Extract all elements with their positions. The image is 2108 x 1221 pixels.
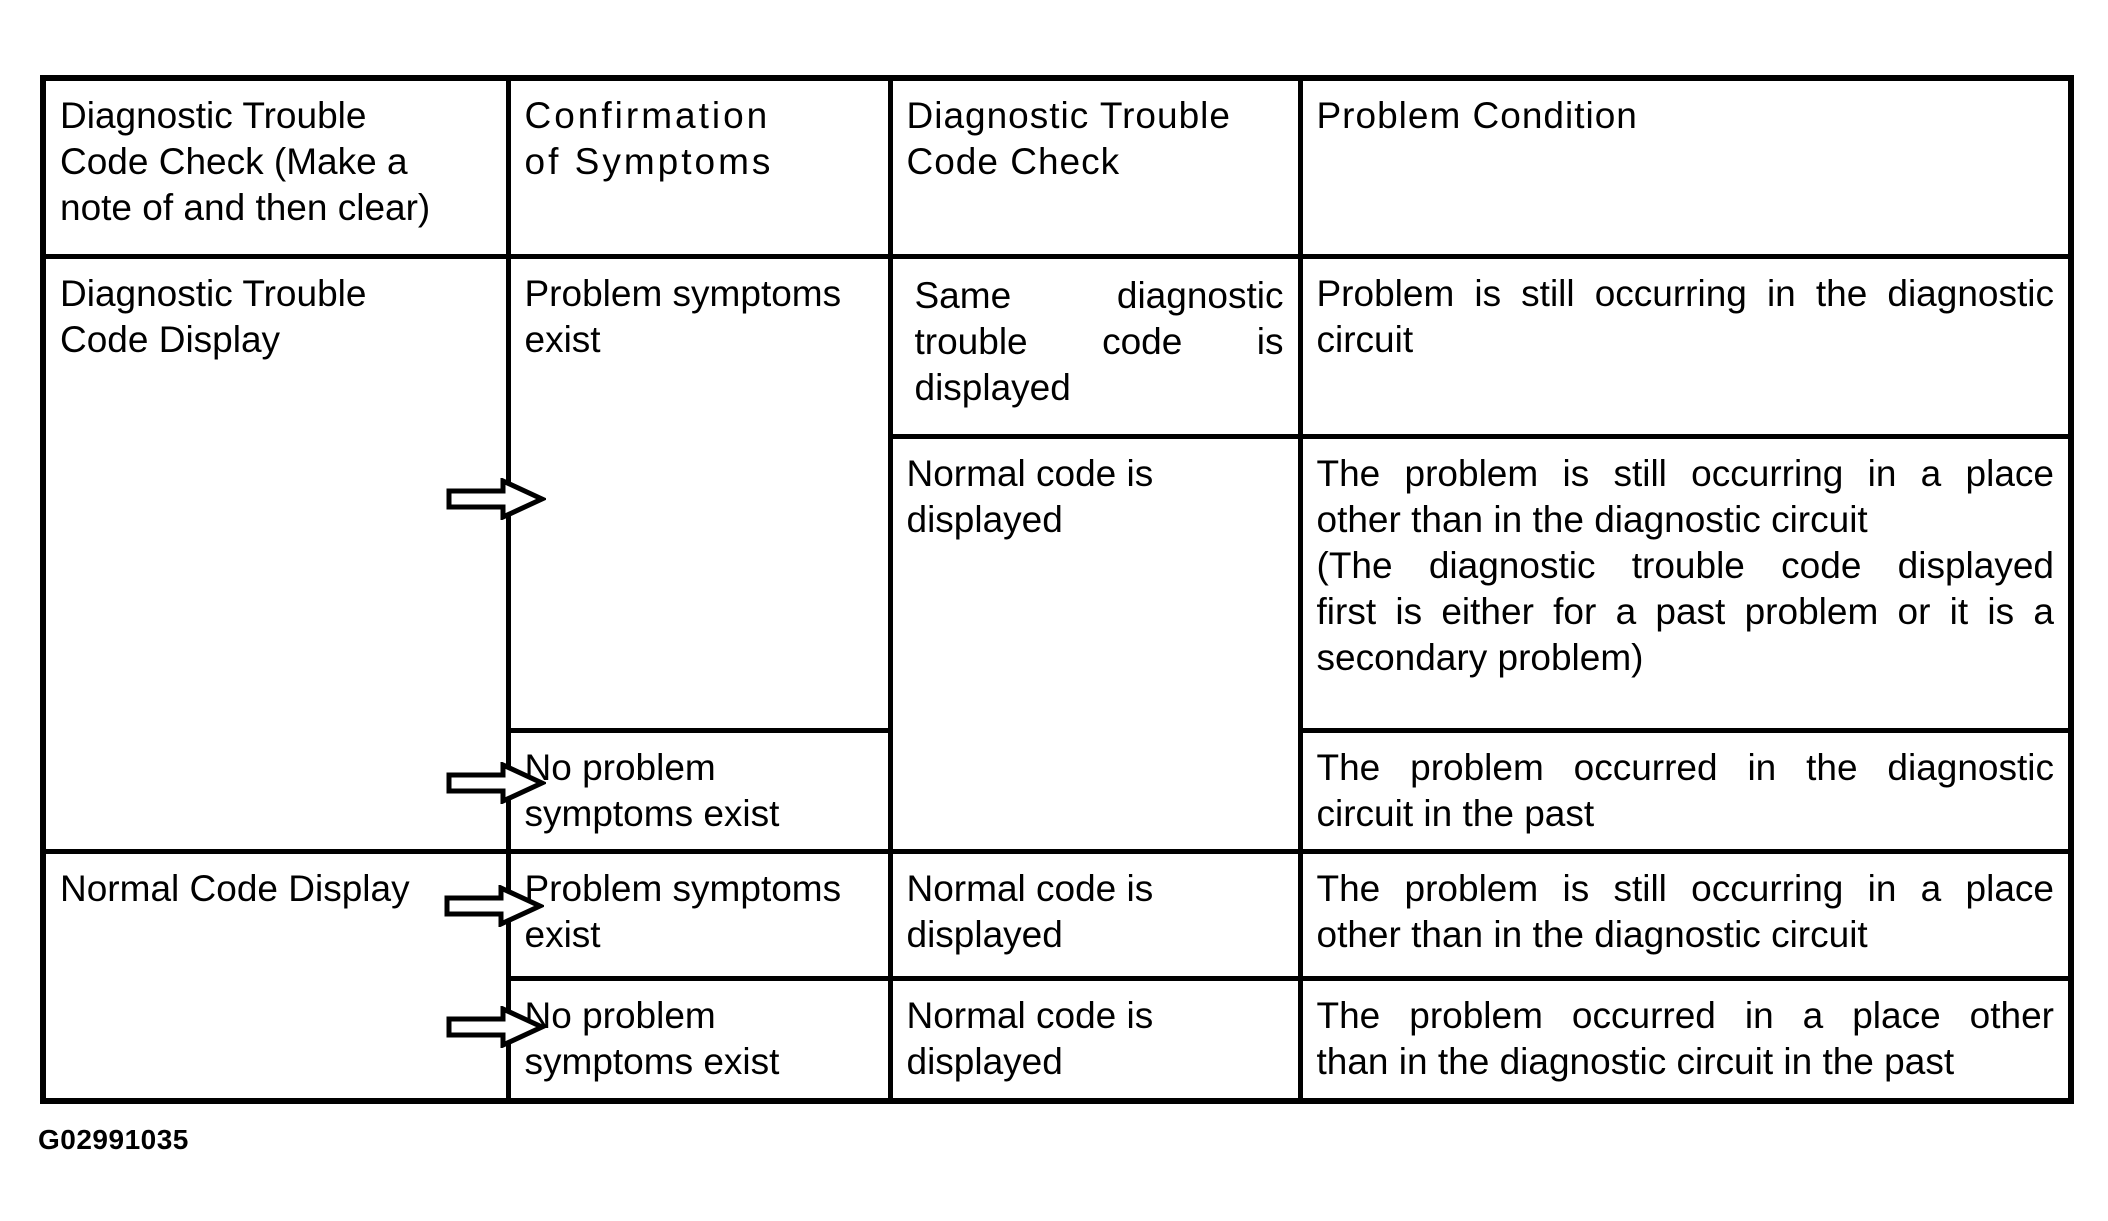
right-arrow-icon xyxy=(446,478,546,520)
cell-normal-code-displayed: Normal code is displayed xyxy=(887,848,1303,981)
diagnostic-table: Diagnostic Trouble Code Check (Make a no… xyxy=(40,75,2074,1104)
cell-no-problem-symptoms: No problem symptoms exist xyxy=(505,727,893,854)
condition-text: The problem is still occurring in a plac… xyxy=(1316,452,2055,540)
header-dtc-check: Diagnostic Trouble Code Check xyxy=(887,75,1303,259)
cell-condition-other-place: The problem is still occurring in a plac… xyxy=(1297,433,2074,733)
cell-problem-symptoms-exist: Problem symptoms exist xyxy=(505,253,893,733)
table-header-row: Diagnostic Trouble Code Check (Make a no… xyxy=(40,75,2074,259)
header-confirmation-of-symptoms: Confirmation of Symptoms xyxy=(505,75,893,259)
table-row: No problem symptoms exist The problem oc… xyxy=(43,727,2074,854)
cell-normal-code-displayed: Normal code is displayed xyxy=(887,975,1303,1104)
right-arrow-icon xyxy=(446,1006,546,1048)
table-row: Diagnostic Trouble Code Display Problem … xyxy=(40,253,2074,854)
cell-normal-code-display-label: Normal Code Display xyxy=(40,848,511,1104)
cell-condition-still-occurring-other-place: The problem is still occurring in a plac… xyxy=(1297,848,2074,981)
cell-problem-symptoms-exist: Problem symptoms exist xyxy=(505,848,893,981)
table-row: Normal code is displayed The problem is … xyxy=(43,433,2074,854)
table-row: No problem symptoms exist Normal code is… xyxy=(43,975,2074,1104)
figure-id: G02991035 xyxy=(38,1124,189,1155)
cell-condition-still-occurring-diagnostic: Problem is still occurring in the diagno… xyxy=(1297,253,2074,439)
right-arrow-icon xyxy=(444,885,544,927)
right-arrow-icon xyxy=(446,762,546,804)
cell-normal-code-displayed: Normal code is displayed xyxy=(887,433,1303,854)
header-dtc-check-note: Diagnostic Trouble Code Check (Make a no… xyxy=(40,75,511,259)
table-row: Normal Code Display Problem symptoms exi… xyxy=(40,848,2074,1104)
header-problem-condition: Problem Condition xyxy=(1297,75,2074,259)
cell-dtc-display-label: Diagnostic Trouble Code Display xyxy=(40,253,511,854)
cell-no-problem-symptoms: No problem symptoms exist xyxy=(505,975,893,1104)
